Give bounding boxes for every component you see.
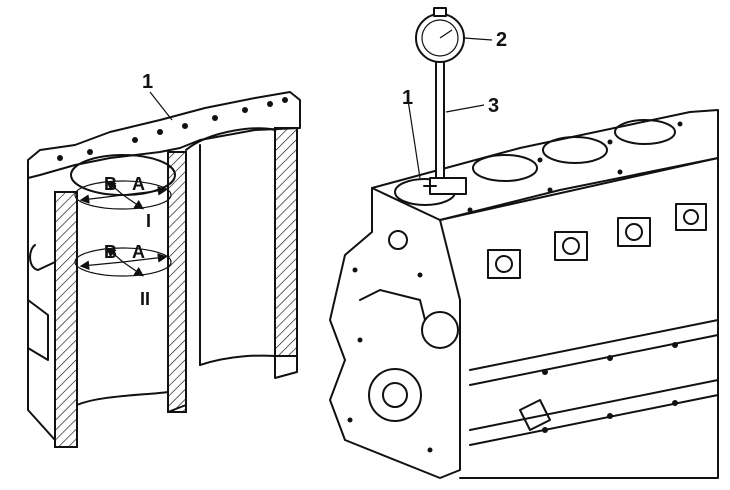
callout-left-block: 1	[142, 71, 154, 93]
label-lower-a: A	[132, 242, 145, 262]
label-upper-b: B	[104, 174, 117, 194]
label-upper-a: A	[132, 174, 145, 194]
label-plane-ii: II	[140, 289, 151, 309]
callout-right-block: 1	[402, 87, 414, 109]
callout-gauge-rod: 3	[488, 95, 500, 117]
label-plane-i: I	[146, 211, 152, 231]
label-lower-b: B	[104, 242, 117, 262]
cylinder-block-3d-icon	[329, 99, 719, 479]
callout-dial-gauge: 2	[496, 29, 508, 51]
dial-bore-gauge-icon	[415, 7, 493, 195]
cylinder-block-section-icon	[27, 91, 301, 448]
